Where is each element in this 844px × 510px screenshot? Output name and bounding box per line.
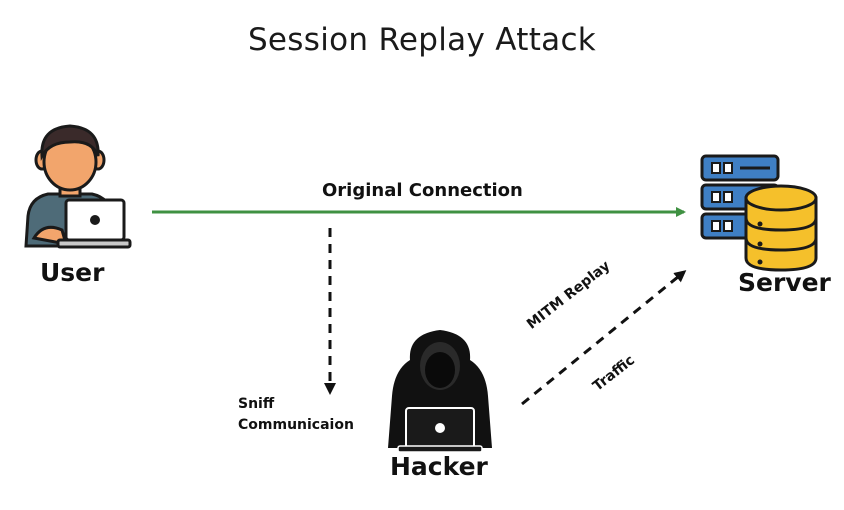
sniff-label-line2: Communicaion xyxy=(238,417,354,433)
sniff-label: Sniff Communicaion xyxy=(238,394,354,436)
original-connection-label: Original Connection xyxy=(322,180,523,201)
user-laptop-icon xyxy=(24,124,132,249)
user-label: User xyxy=(40,258,105,287)
server-label: Server xyxy=(738,268,831,297)
server-database-icon xyxy=(700,154,818,272)
page-title: Session Replay Attack xyxy=(247,22,597,58)
hacker-label: Hacker xyxy=(390,452,488,481)
sniff-label-line1: Sniff xyxy=(238,396,275,412)
replay-arrow xyxy=(521,270,687,406)
hooded-hacker-icon xyxy=(388,330,492,453)
